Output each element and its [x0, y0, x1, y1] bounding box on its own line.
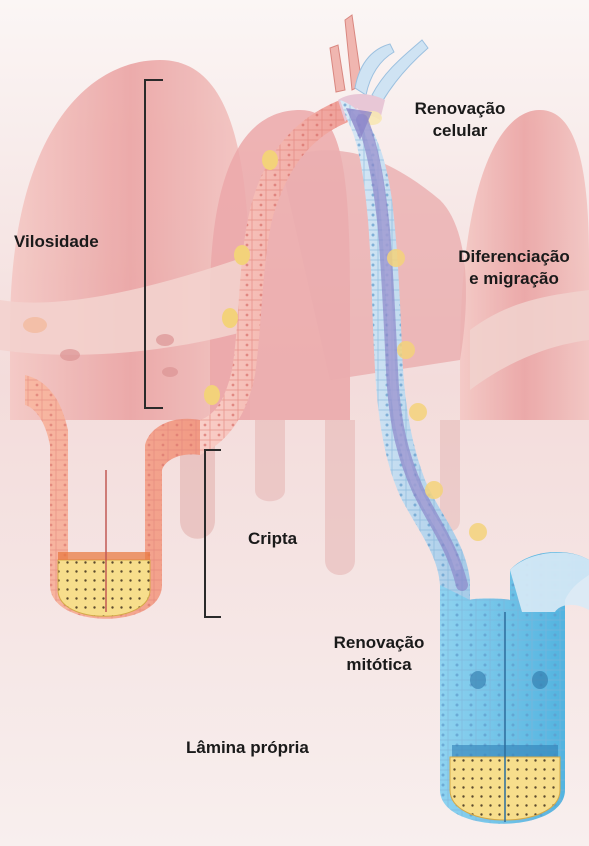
diferenciacao-migracao-label: Diferenciação e migração — [440, 246, 588, 290]
diferenciacao-line1: Diferenciação — [458, 247, 570, 266]
goblet-cell — [425, 481, 443, 499]
goblet-cell — [409, 403, 427, 421]
goblet-cell — [204, 385, 220, 405]
diferenciacao-line2: e migração — [469, 269, 559, 288]
goblet-cell — [387, 249, 405, 267]
lamina-propria-label: Lâmina própria — [186, 737, 309, 759]
renovacao-celular-line2: celular — [433, 121, 488, 140]
renovacao-celular-label: Renovação celular — [400, 98, 520, 142]
vilosidade-label: Vilosidade — [14, 231, 99, 253]
renovacao-mitotica-line1: Renovação — [334, 633, 425, 652]
goblet-cell — [262, 150, 278, 170]
renovacao-celular-line1: Renovação — [415, 99, 506, 118]
goblet-cell — [222, 308, 238, 328]
goblet-cell — [234, 245, 250, 265]
goblet-cell — [469, 523, 487, 541]
renovacao-mitotica-label: Renovação mitótica — [320, 632, 438, 676]
renovacao-mitotica-line2: mitótica — [346, 655, 411, 674]
cripta-label: Cripta — [248, 528, 297, 550]
goblet-cell — [397, 341, 415, 359]
